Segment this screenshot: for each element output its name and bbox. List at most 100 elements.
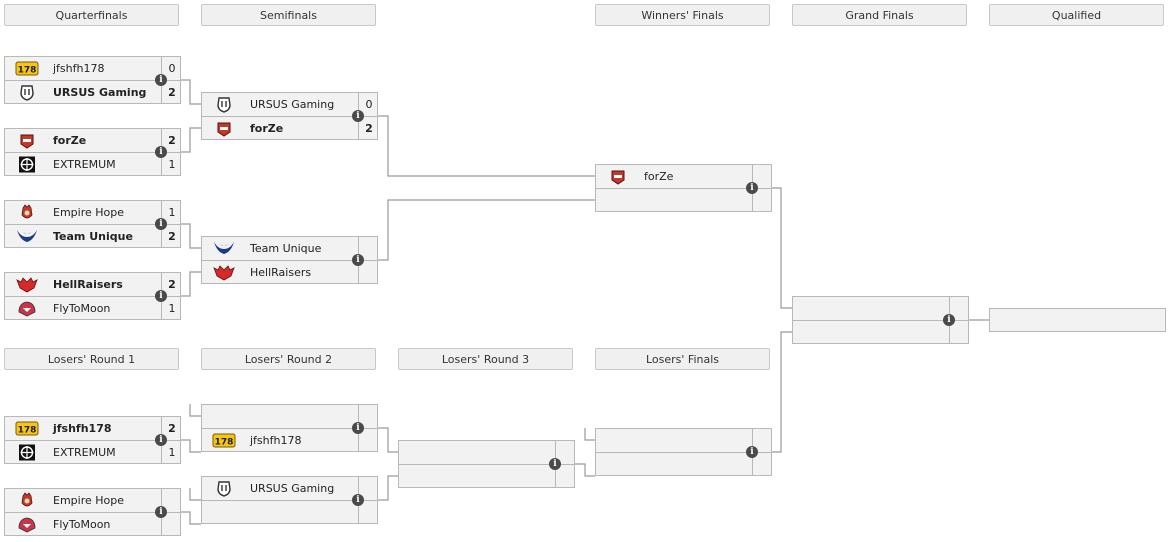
team-name: FlyToMoon <box>53 518 111 531</box>
header-losers-round-1: Losers' Round 1 <box>4 348 179 370</box>
connector-lr2a-top <box>189 404 201 417</box>
team-name: HellRaisers <box>250 266 312 279</box>
match-info-icon[interactable]: i <box>155 506 167 518</box>
match-winners-final[interactable]: forZe i <box>595 164 772 212</box>
match-info-icon[interactable]: i <box>155 434 167 446</box>
divider <box>5 152 180 153</box>
header-winners-finals: Winners' Finals <box>595 4 770 26</box>
match-info-icon[interactable]: i <box>352 422 364 434</box>
connector-lr2b <box>378 475 398 501</box>
team-slot[interactable]: forZe <box>596 165 753 188</box>
team-score: 2 <box>168 86 176 99</box>
team-slot[interactable]: Empire Hope <box>5 201 162 224</box>
divider <box>399 464 574 465</box>
team-slot[interactable]: forZe <box>202 117 359 140</box>
match-sf1[interactable]: URSUS Gaming forZe 0 2 i <box>201 92 378 140</box>
match-qf1[interactable]: jfshfh178 URSUS Gaming 0 2 i <box>4 56 181 104</box>
header-quarterfinals: Quarterfinals <box>4 4 179 26</box>
connector-qf2 <box>181 127 201 153</box>
team-name: forZe <box>53 134 87 147</box>
team-slot[interactable]: FlyToMoon <box>5 297 162 320</box>
connector-lf-top <box>584 428 595 441</box>
team-name: Team Unique <box>53 230 133 243</box>
team-slot[interactable]: URSUS Gaming <box>202 93 359 116</box>
team-name: EXTREMUM <box>53 446 116 459</box>
match-qf3[interactable]: Empire Hope Team Unique 1 2 i <box>4 200 181 248</box>
match-info-icon[interactable]: i <box>943 314 955 326</box>
match-info-icon[interactable]: i <box>155 74 167 86</box>
qualified-slot[interactable] <box>989 308 1166 332</box>
team-score: 2 <box>168 134 176 147</box>
team-slot[interactable]: EXTREMUM <box>5 441 162 464</box>
match-lr2-b[interactable]: URSUS Gaming i <box>201 476 378 524</box>
team-slot[interactable]: FlyToMoon <box>5 513 162 536</box>
connector-lr1a <box>181 439 201 453</box>
match-lr2-a[interactable]: jfshfh178 i <box>201 404 378 452</box>
team-name: FlyToMoon <box>53 302 111 315</box>
match-grand-final[interactable]: i <box>792 296 969 344</box>
connector-qf4 <box>181 271 201 297</box>
match-info-icon[interactable]: i <box>549 458 561 470</box>
team-name: URSUS Gaming <box>250 482 335 495</box>
header-qualified: Qualified <box>989 4 1164 26</box>
connector-qf3 <box>181 223 201 249</box>
divider <box>793 320 968 321</box>
match-info-icon[interactable]: i <box>155 290 167 302</box>
header-grand-finals: Grand Finals <box>792 4 967 26</box>
match-lr1-a[interactable]: jfshfh178 EXTREMUM 2 1 i <box>4 416 181 464</box>
connector-lr2b-top <box>189 488 201 501</box>
team-slot[interactable]: jfshfh178 <box>5 417 162 440</box>
team-slot[interactable]: HellRaisers <box>5 273 162 296</box>
team-slot[interactable]: Team Unique <box>5 225 162 248</box>
divider <box>202 428 377 429</box>
connector-lf <box>772 331 792 453</box>
team-slot[interactable]: HellRaisers <box>202 261 359 284</box>
team-name: Empire Hope <box>53 206 125 219</box>
match-qf4[interactable]: HellRaisers FlyToMoon 2 1 i <box>4 272 181 320</box>
match-info-icon[interactable]: i <box>352 110 364 122</box>
team-slot[interactable]: URSUS Gaming <box>5 81 162 104</box>
team-score: 0 <box>365 98 373 111</box>
team-slot[interactable]: jfshfh178 <box>202 429 359 452</box>
team-score: 1 <box>168 206 176 219</box>
team-name: jfshfh178 <box>53 62 105 75</box>
connector-wf <box>772 187 792 309</box>
match-info-icon[interactable]: i <box>352 494 364 506</box>
match-sf2[interactable]: Team Unique HellRaisers i <box>201 236 378 284</box>
divider <box>596 452 771 453</box>
team-name: EXTREMUM <box>53 158 116 171</box>
divider <box>202 500 377 501</box>
team-score: 2 <box>168 278 176 291</box>
team-slot[interactable]: Empire Hope <box>5 489 162 512</box>
connector-lr1b <box>181 511 201 525</box>
header-losers-finals: Losers' Finals <box>595 348 770 370</box>
team-score: 2 <box>168 230 176 243</box>
team-slot[interactable]: forZe <box>5 129 162 152</box>
divider <box>202 260 377 261</box>
connector-lr3 <box>575 463 595 477</box>
team-slot[interactable]: EXTREMUM <box>5 153 162 176</box>
team-slot[interactable]: jfshfh178 <box>5 57 162 80</box>
match-info-icon[interactable]: i <box>746 182 758 194</box>
match-info-icon[interactable]: i <box>352 254 364 266</box>
match-qf2[interactable]: forZe EXTREMUM 2 1 i <box>4 128 181 176</box>
team-slot[interactable]: Team Unique <box>202 237 359 260</box>
divider <box>596 188 771 189</box>
match-lr1-b[interactable]: Empire Hope FlyToMoon i <box>4 488 181 536</box>
match-info-icon[interactable]: i <box>746 446 758 458</box>
team-score: 2 <box>365 122 373 135</box>
match-lr3[interactable]: i <box>398 440 575 488</box>
divider <box>202 116 377 117</box>
team-name: HellRaisers <box>53 278 123 291</box>
connector-qf1 <box>181 79 201 105</box>
team-name: URSUS Gaming <box>250 98 335 111</box>
team-slot[interactable]: URSUS Gaming <box>202 477 359 500</box>
match-info-icon[interactable]: i <box>155 218 167 230</box>
match-losers-final[interactable]: i <box>595 428 772 476</box>
match-info-icon[interactable]: i <box>155 146 167 158</box>
divider <box>5 440 180 441</box>
connector-sf2 <box>378 199 595 261</box>
team-score: 0 <box>168 62 176 75</box>
divider <box>5 512 180 513</box>
